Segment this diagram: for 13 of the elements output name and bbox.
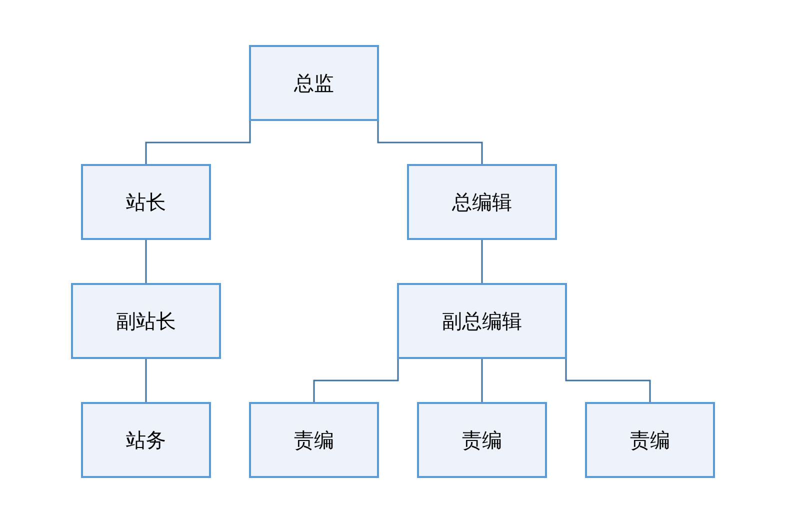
node-box: 责编: [249, 402, 379, 478]
node-box: 站长: [81, 164, 211, 240]
node-box: 副站长: [71, 283, 221, 359]
connector: [145, 358, 147, 404]
connector: [145, 239, 147, 285]
node-box: 站务: [81, 402, 211, 478]
connector: [481, 358, 483, 404]
connector: [481, 239, 483, 285]
node-box: 责编: [585, 402, 715, 478]
node-box: 责编: [417, 402, 547, 478]
node-box: 总监: [249, 45, 379, 121]
node-box: 副总编辑: [397, 283, 567, 359]
node-box: 总编辑: [407, 164, 557, 240]
